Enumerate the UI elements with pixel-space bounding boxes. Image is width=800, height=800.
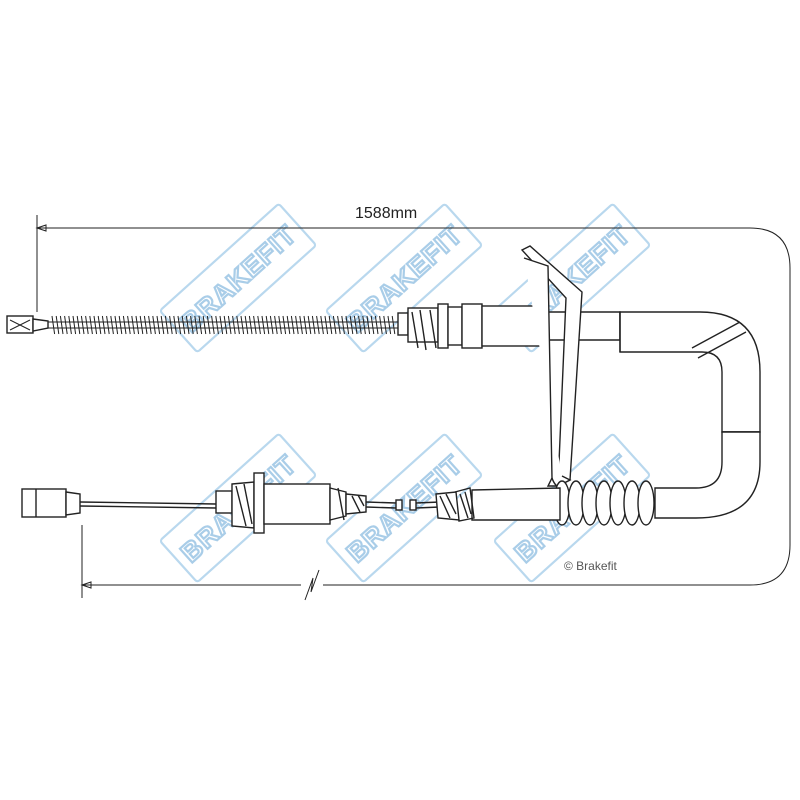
lower-cable bbox=[21, 472, 460, 534]
dimension-label: 1588mm bbox=[355, 205, 417, 222]
upper-cable bbox=[6, 303, 761, 519]
cable-spring bbox=[48, 315, 398, 335]
lower-sheath bbox=[471, 487, 561, 521]
spring-coil bbox=[637, 480, 655, 526]
brakefit-watermark: BRAKEFIT bbox=[159, 203, 317, 353]
copyright-label: © Brakefit bbox=[564, 559, 618, 573]
spring-coil bbox=[51, 315, 396, 335]
mounting-bracket bbox=[520, 245, 583, 489]
dimension-line bbox=[35, 215, 791, 601]
